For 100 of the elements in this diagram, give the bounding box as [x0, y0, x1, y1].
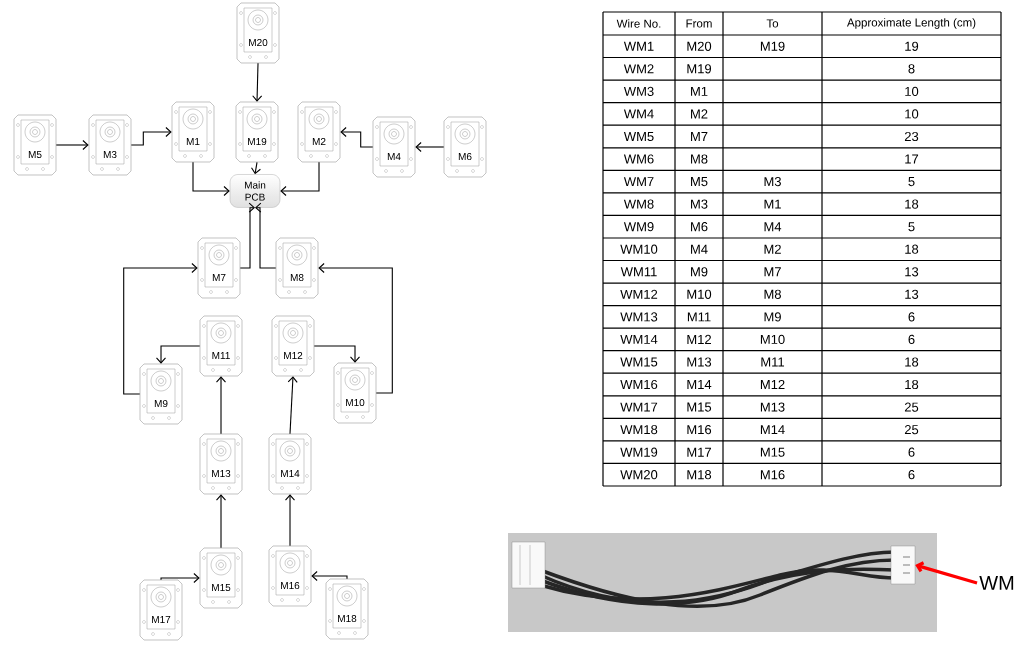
arrow: [313, 345, 361, 363]
table-entry: WM7: [623, 177, 654, 187]
table-entry: WM8: [623, 199, 654, 209]
table-entry: M10: [760, 334, 785, 344]
table-entry: M15: [760, 447, 785, 457]
servo-drawing: M11: [199, 315, 243, 377]
table-entry: 5: [908, 177, 915, 187]
servo-drawing: M10: [333, 362, 377, 424]
servo-drawing: M14: [268, 433, 312, 495]
table-entry: M3: [691, 199, 708, 209]
servo-drawing: M17: [139, 579, 183, 641]
table-entry: WM3: [623, 86, 654, 96]
table-entry: 18: [905, 357, 919, 367]
callout-label: WM: [979, 576, 1014, 590]
arrow: [415, 141, 445, 153]
table-entry: M8: [764, 289, 781, 299]
table-entry: 18: [905, 199, 919, 209]
table-entry: WM20: [620, 470, 658, 480]
servo-drawing: M8: [275, 237, 319, 299]
table-entry: M3: [764, 177, 781, 187]
servo-drawing: M3: [88, 114, 132, 176]
table-entry: 13: [905, 289, 919, 299]
table-entry: 6: [908, 470, 915, 480]
table-entry: M7: [764, 267, 781, 277]
table-entry: WM4: [623, 109, 654, 119]
servo-drawing: M19: [235, 101, 279, 163]
table-entry: M12: [687, 334, 711, 344]
table-entry: M19: [760, 41, 785, 51]
servo-drawing: M5: [13, 114, 57, 176]
servo-drawing: M4: [372, 116, 416, 178]
table-entry: M14: [687, 380, 712, 389]
arrow: [239, 202, 255, 269]
arrow: [340, 126, 374, 148]
arrow: [318, 262, 393, 394]
servo-drawing: M2: [297, 101, 341, 163]
arrow: [155, 345, 201, 364]
table-entry: M10: [687, 289, 712, 299]
arrow: [280, 161, 320, 197]
arrow: [250, 161, 261, 175]
table-entry: WM18: [620, 425, 658, 435]
table-entry: 25: [904, 425, 919, 435]
table-entry: M7: [691, 132, 708, 141]
table-entry: M17: [687, 447, 711, 457]
table-entry: 18: [905, 244, 919, 254]
table-entry: M19: [687, 64, 712, 74]
servo-drawing: M18: [325, 578, 369, 640]
table-entry: M14: [760, 425, 785, 435]
table-entry: 23: [904, 131, 919, 142]
table-entry: 18: [905, 379, 919, 390]
table-entry: M5: [691, 177, 708, 187]
table-entry: M9: [764, 312, 781, 322]
connector-plug-drawing: [890, 545, 916, 585]
table-entry: WM9: [623, 222, 654, 232]
table-entry: 10: [905, 109, 919, 119]
table-entry: 13: [905, 267, 919, 277]
pcb-box: Main PCB: [229, 174, 281, 208]
servo-drawing: M20: [236, 2, 280, 64]
table-entry: 10: [905, 86, 919, 96]
servo-drawing: M9: [139, 363, 183, 425]
table-entry: WM5: [623, 131, 654, 142]
servo-drawing: M1: [171, 101, 215, 163]
column-header: From: [686, 19, 712, 28]
arrow: [215, 376, 227, 435]
table-entry: M8: [691, 154, 708, 164]
table-entry: WM17: [620, 402, 658, 412]
table-entry: M2: [691, 109, 708, 119]
table-entry: WM11: [620, 267, 657, 277]
table-entry: WM6: [623, 154, 654, 164]
table-entry: 6: [908, 312, 915, 322]
table-entry: 8: [908, 64, 915, 74]
table-entry: M4: [764, 222, 782, 232]
table-entry: M12: [760, 379, 785, 390]
table-entry: WM16: [620, 379, 658, 390]
arrow: [160, 572, 200, 584]
column-header: To: [766, 19, 779, 28]
arrow: [130, 126, 172, 146]
column-header: Wire No.: [616, 19, 661, 28]
arrow: [915, 561, 978, 585]
arrow: [55, 139, 89, 151]
table-entry: M13: [760, 402, 785, 412]
arrow: [215, 494, 227, 549]
table-entry: WM19: [620, 447, 658, 457]
column-header: Approximate Length (cm): [846, 18, 976, 29]
table-entry: M6: [691, 222, 708, 232]
table-entry: 5: [908, 222, 915, 232]
table-entry: WM2: [623, 64, 654, 74]
arrow: [287, 376, 298, 435]
table-entry: WM15: [620, 357, 658, 367]
table-entry: M16: [760, 470, 785, 480]
table-entry: 6: [908, 334, 915, 344]
servo-drawing: M16: [268, 545, 312, 607]
table-entry: M1: [691, 86, 708, 96]
arrow: [252, 62, 263, 102]
table-entry: WM13: [620, 312, 658, 322]
servo-drawing: M13: [199, 433, 243, 495]
servo-drawing: M12: [271, 315, 315, 377]
table-entry: M9: [691, 267, 708, 277]
table-entry: M16: [687, 425, 712, 435]
table-entry: M18: [687, 470, 712, 480]
table-entry: WM10: [620, 244, 658, 254]
